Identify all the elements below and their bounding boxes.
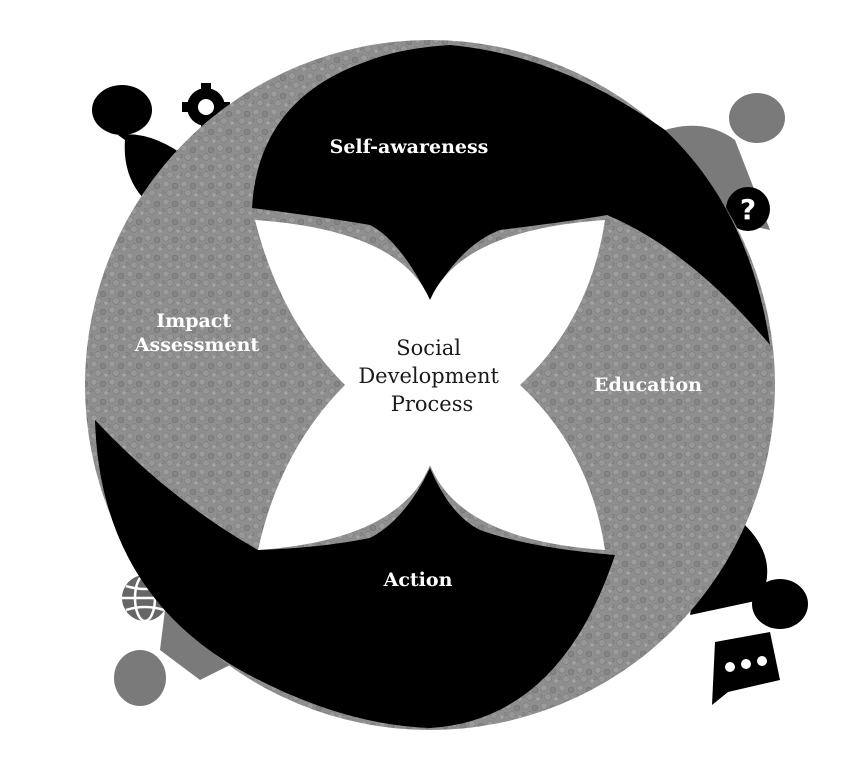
action-region xyxy=(95,420,615,728)
education-label: Education xyxy=(594,374,702,396)
svg-text:?: ? xyxy=(740,193,756,226)
self-awareness-label: Self-awareness xyxy=(330,136,489,158)
person-question-icon: ? xyxy=(665,93,785,231)
impact-assessment-label: Impact Assessment xyxy=(134,310,260,356)
center-label-line-3: Process xyxy=(391,392,474,416)
person-chat-icon xyxy=(690,525,808,705)
center-label: Social Development Process xyxy=(358,336,505,416)
impact-label-line-2: Assessment xyxy=(134,334,260,356)
center-label-line-2: Development xyxy=(358,364,499,388)
action-label: Action xyxy=(383,569,453,591)
center-label-line-1: Social xyxy=(396,336,461,360)
impact-label-line-1: Impact xyxy=(156,310,231,332)
self-awareness-region xyxy=(252,45,770,345)
center-shape xyxy=(255,220,605,550)
